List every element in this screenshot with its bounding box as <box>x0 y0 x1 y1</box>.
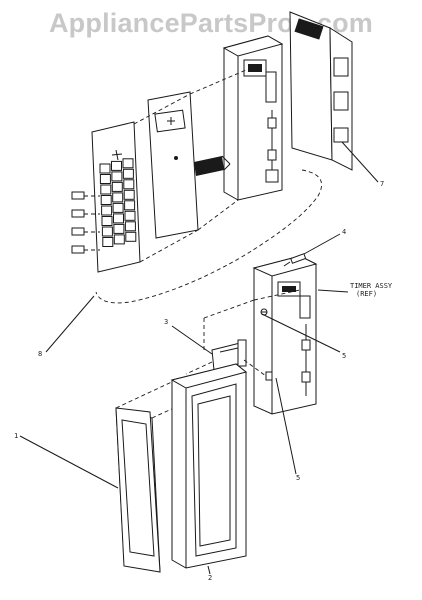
keypad-key <box>99 163 111 174</box>
rear-control-board <box>289 11 353 171</box>
callout-label-7: 7 <box>380 180 384 188</box>
membrane-switch-panel <box>147 91 231 239</box>
keypad-key <box>112 192 124 203</box>
keypad-key <box>123 189 135 200</box>
keypad-key <box>113 234 125 245</box>
keypad-key <box>123 179 135 190</box>
keypad-key <box>122 168 134 179</box>
mounting-bracket <box>211 339 247 371</box>
keypad-key <box>113 213 124 224</box>
keypad-key <box>101 226 113 237</box>
small-clip <box>265 371 273 381</box>
keypad-overlay <box>91 121 141 273</box>
keypad-key <box>111 171 123 182</box>
timer-assembly <box>252 255 318 415</box>
keypad-key <box>101 216 113 226</box>
keypad-key <box>102 237 114 247</box>
keypad-key <box>125 231 137 242</box>
keypad-key <box>124 221 136 232</box>
keypad-key <box>122 158 134 169</box>
callout-label-8: 8 <box>38 350 42 358</box>
keypad-key <box>99 174 111 184</box>
keypad-key <box>112 202 124 213</box>
keypad-key <box>113 223 125 234</box>
callout-label-4: 4 <box>342 228 346 236</box>
callout-label-3: 3 <box>164 318 168 326</box>
control-panel-frame <box>170 363 248 569</box>
callout-label-1: 1 <box>14 432 18 440</box>
upper-control-housing <box>222 35 284 201</box>
keypad-key <box>124 210 136 221</box>
loose-keypad-buttons <box>71 191 85 254</box>
keypad-key <box>124 200 136 211</box>
keypad-key <box>100 184 112 195</box>
upper-assembly-guides <box>84 69 322 304</box>
keypad-key <box>111 160 122 171</box>
keypad-key <box>111 181 123 192</box>
callout-label-5-lower: 5 <box>296 474 300 482</box>
timer-assy-label: TIMER ASSY <box>350 282 393 290</box>
callout-label-5-upper: 5 <box>342 352 346 360</box>
callout-leaders <box>19 141 379 575</box>
keypad-key <box>101 205 113 216</box>
callout-label-2: 2 <box>208 574 212 582</box>
window-film <box>115 407 161 573</box>
keypad-key <box>100 195 112 205</box>
screw-part <box>283 253 307 267</box>
timer-ref-label: (REF) <box>356 290 377 298</box>
